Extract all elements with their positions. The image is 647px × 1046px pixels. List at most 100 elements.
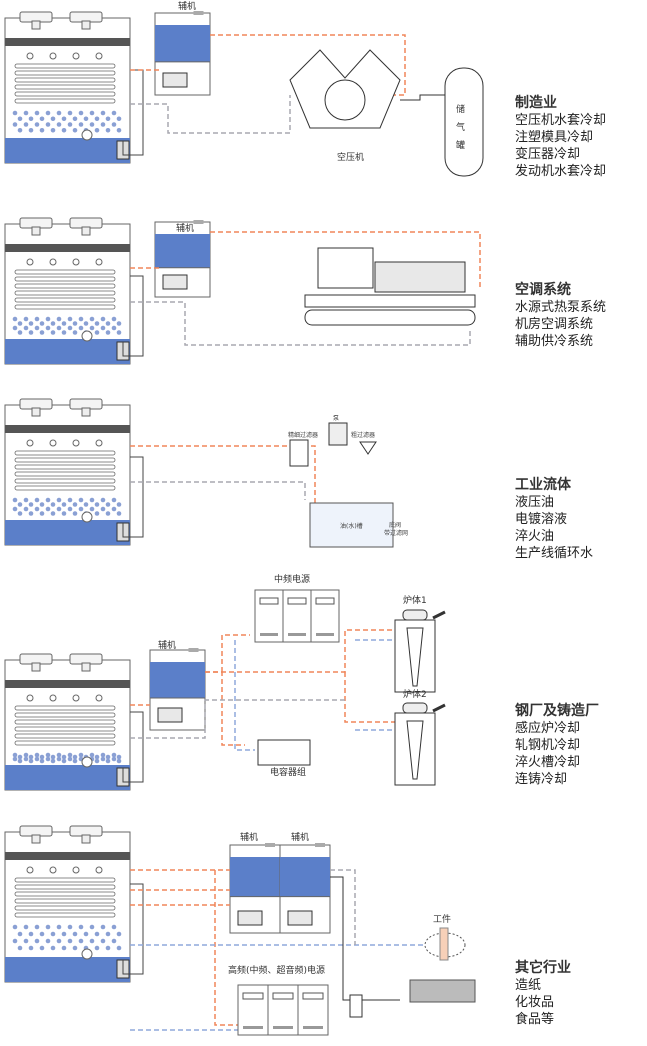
fan-motor bbox=[81, 834, 91, 844]
spray-nozzle-icon bbox=[26, 866, 34, 874]
water-basin bbox=[5, 520, 130, 545]
water-basin bbox=[5, 138, 130, 163]
water-drop bbox=[105, 945, 111, 951]
water-drop bbox=[28, 931, 34, 937]
water-drop bbox=[39, 127, 45, 133]
section-item: 发动机水套冷却 bbox=[515, 164, 607, 179]
coil-tube bbox=[14, 450, 116, 456]
furnace-body bbox=[394, 619, 436, 693]
return-pipe bbox=[130, 301, 471, 346]
water-drop bbox=[89, 506, 95, 512]
water-drop bbox=[72, 758, 78, 764]
water-drop bbox=[83, 321, 89, 326]
section-title: 其它行业 bbox=[515, 960, 571, 976]
water-drop bbox=[39, 754, 45, 760]
section-title: 钢厂及铸造厂 bbox=[515, 703, 599, 719]
section-other: 其它行业 造纸 化妆品 食品等 bbox=[515, 960, 571, 1028]
cooling-tower bbox=[4, 217, 144, 365]
water-drop bbox=[28, 511, 34, 516]
water-drop bbox=[100, 924, 106, 930]
water-drop bbox=[56, 506, 62, 512]
water-drop bbox=[39, 758, 45, 764]
water-drop bbox=[50, 945, 56, 951]
coil-tube bbox=[14, 884, 116, 890]
return-pipe bbox=[330, 869, 356, 945]
water-drop bbox=[28, 116, 34, 122]
fan-motor bbox=[81, 407, 91, 417]
aux-tank-water bbox=[150, 662, 205, 698]
power-cabinet bbox=[254, 589, 340, 643]
aux-label-2: 辅机 bbox=[176, 222, 194, 234]
water-drop bbox=[39, 321, 45, 326]
aux-tank-water bbox=[155, 25, 210, 62]
water-drop bbox=[89, 325, 95, 331]
water-drop bbox=[45, 325, 51, 331]
water-drop bbox=[111, 122, 117, 127]
water-drop bbox=[23, 924, 29, 930]
water-drop bbox=[23, 110, 29, 116]
spray-nozzle-icon bbox=[72, 866, 80, 874]
water-drop bbox=[39, 502, 45, 507]
air-tank-label-1: 储 bbox=[456, 103, 465, 115]
meter-icon bbox=[272, 992, 294, 1000]
water-drop bbox=[111, 325, 117, 331]
coil-tube bbox=[14, 898, 116, 904]
water-drop bbox=[72, 511, 78, 516]
water-drop bbox=[17, 330, 23, 335]
water-drop bbox=[105, 116, 111, 122]
water-drop bbox=[100, 752, 106, 758]
section-title: 空调系统 bbox=[515, 282, 571, 298]
water-drop bbox=[67, 752, 73, 758]
water-drop bbox=[78, 122, 84, 127]
spray-nozzle-icon bbox=[49, 694, 57, 702]
coil-tube bbox=[14, 457, 116, 463]
float-valve bbox=[81, 129, 93, 141]
water-drop bbox=[23, 122, 29, 127]
air-pipe bbox=[400, 94, 445, 101]
water-drop bbox=[23, 316, 29, 322]
supply-line bbox=[330, 876, 400, 1001]
water-drop bbox=[111, 110, 117, 116]
water-drop bbox=[72, 330, 78, 335]
water-drop bbox=[56, 316, 62, 322]
water-drop bbox=[45, 756, 51, 762]
fan-motor bbox=[31, 226, 41, 236]
hot-pipe bbox=[344, 672, 395, 723]
cooling-tower bbox=[4, 653, 144, 791]
meter-icon bbox=[242, 992, 264, 1000]
water-drop bbox=[78, 752, 84, 758]
water-drop bbox=[50, 511, 56, 516]
pump-motor-icon bbox=[162, 72, 188, 88]
coil-tube bbox=[14, 905, 116, 911]
spray-nozzle-icon bbox=[95, 52, 103, 60]
water-drop bbox=[100, 110, 106, 116]
level-sensor bbox=[193, 11, 204, 15]
water-drop bbox=[56, 325, 62, 331]
water-drop bbox=[17, 758, 23, 764]
water-drop bbox=[12, 497, 18, 503]
water-drop bbox=[116, 931, 122, 937]
float-valve bbox=[81, 511, 93, 523]
hot-pipe bbox=[295, 445, 316, 535]
fine-filter-icon bbox=[289, 439, 309, 467]
spray-nozzle-icon bbox=[95, 439, 103, 447]
tank-label: 油(水)槽 bbox=[340, 522, 363, 530]
aux-tank-water bbox=[280, 857, 330, 897]
section-item: 感应炉冷却 bbox=[515, 721, 581, 736]
section-item: 变压器冷却 bbox=[515, 147, 581, 162]
water-drop bbox=[100, 938, 106, 944]
water-drop bbox=[34, 506, 40, 512]
fan-motor bbox=[31, 20, 41, 30]
water-drop bbox=[61, 502, 67, 507]
water-drop bbox=[116, 502, 122, 507]
water-drop bbox=[45, 497, 51, 503]
water-drop bbox=[105, 330, 111, 335]
section-item: 机房空调系统 bbox=[515, 317, 594, 332]
hot-pipe bbox=[205, 629, 395, 673]
spray-nozzle-icon bbox=[26, 439, 34, 447]
workpiece-label: 工件 bbox=[433, 913, 451, 925]
water-drop bbox=[72, 127, 78, 133]
coil-tube bbox=[14, 70, 116, 76]
water-drop bbox=[12, 924, 18, 930]
power-cabinet bbox=[237, 984, 329, 1036]
